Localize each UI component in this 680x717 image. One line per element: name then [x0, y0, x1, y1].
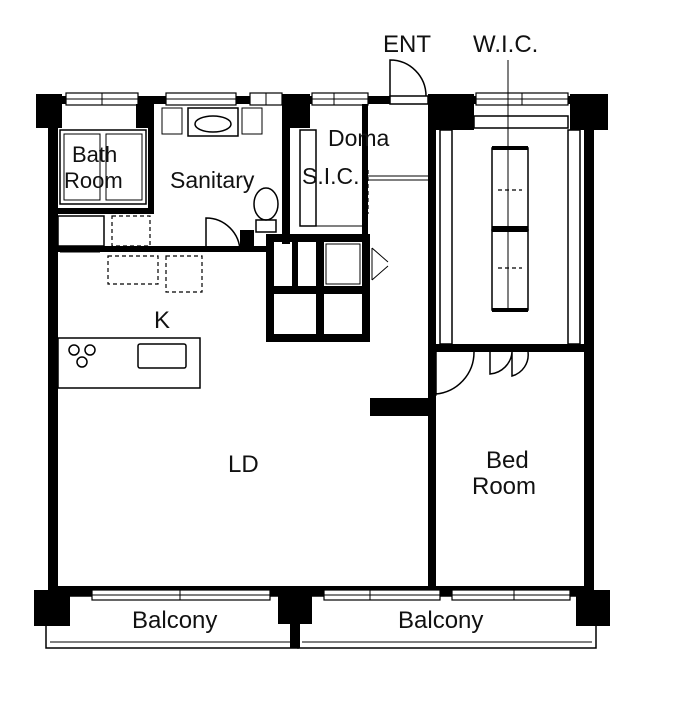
- ld-label: LD: [228, 451, 259, 478]
- sic-label: S.I.C.: [302, 163, 360, 189]
- balcony-right-label: Balcony: [398, 607, 483, 634]
- kitchen-counter: [57, 251, 203, 389]
- closet-cells: [276, 243, 389, 332]
- interior-walls: [58, 104, 584, 588]
- sic-shelves: [299, 129, 428, 227]
- sanitary-door: [205, 217, 241, 253]
- wic-label: W.I.C.: [473, 31, 538, 58]
- bed-label-line2: Room: [472, 473, 536, 500]
- toilet: [253, 187, 279, 233]
- ent-label: ENT: [383, 31, 431, 58]
- kitchen-label: K: [154, 307, 170, 334]
- bottom-windows: [91, 589, 571, 601]
- bathtub: [59, 129, 147, 205]
- washer-space: [57, 215, 151, 247]
- bed-label-line1: Bed: [486, 447, 529, 474]
- bath-label-line2: Room: [64, 168, 123, 193]
- wic-doors: [435, 351, 529, 396]
- entrance-door: [389, 59, 429, 105]
- top-windows: [65, 92, 569, 106]
- sanitary-label: Sanitary: [170, 167, 255, 193]
- wash-basin: [161, 107, 263, 137]
- balcony-rail: [45, 595, 597, 649]
- wic-shelving: [439, 60, 581, 345]
- bath-label-line1: Bath: [72, 142, 117, 167]
- balcony-left-label: Balcony: [132, 607, 217, 634]
- doma-label: Doma: [328, 125, 390, 151]
